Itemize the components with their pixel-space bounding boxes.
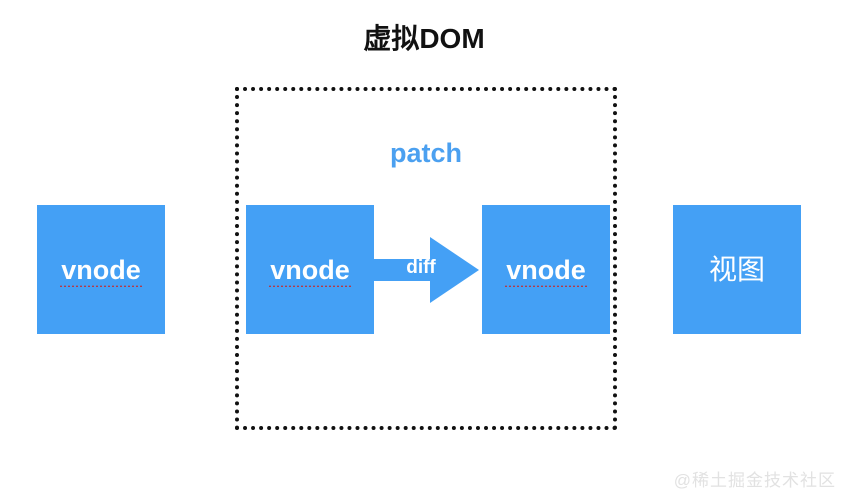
vnode-new-label: vnode: [504, 254, 588, 287]
patch-container: [235, 87, 617, 430]
page-title: 虚拟DOM: [363, 23, 485, 54]
vnode-box-old: vnode: [246, 205, 374, 334]
vnode-box-left: vnode: [37, 205, 165, 334]
view-label: 视图: [708, 253, 765, 285]
diff-arrow-icon: [373, 232, 481, 308]
vnode-box-new: vnode: [482, 205, 610, 334]
diff-arrow-label: diff: [406, 257, 436, 278]
vnode-old-label: vnode: [268, 254, 352, 287]
vnode-left-label: vnode: [59, 254, 143, 287]
view-box: 视图: [673, 205, 801, 334]
patch-label: patch: [389, 138, 462, 168]
watermark: @稀土掘金技术社区: [673, 471, 836, 490]
